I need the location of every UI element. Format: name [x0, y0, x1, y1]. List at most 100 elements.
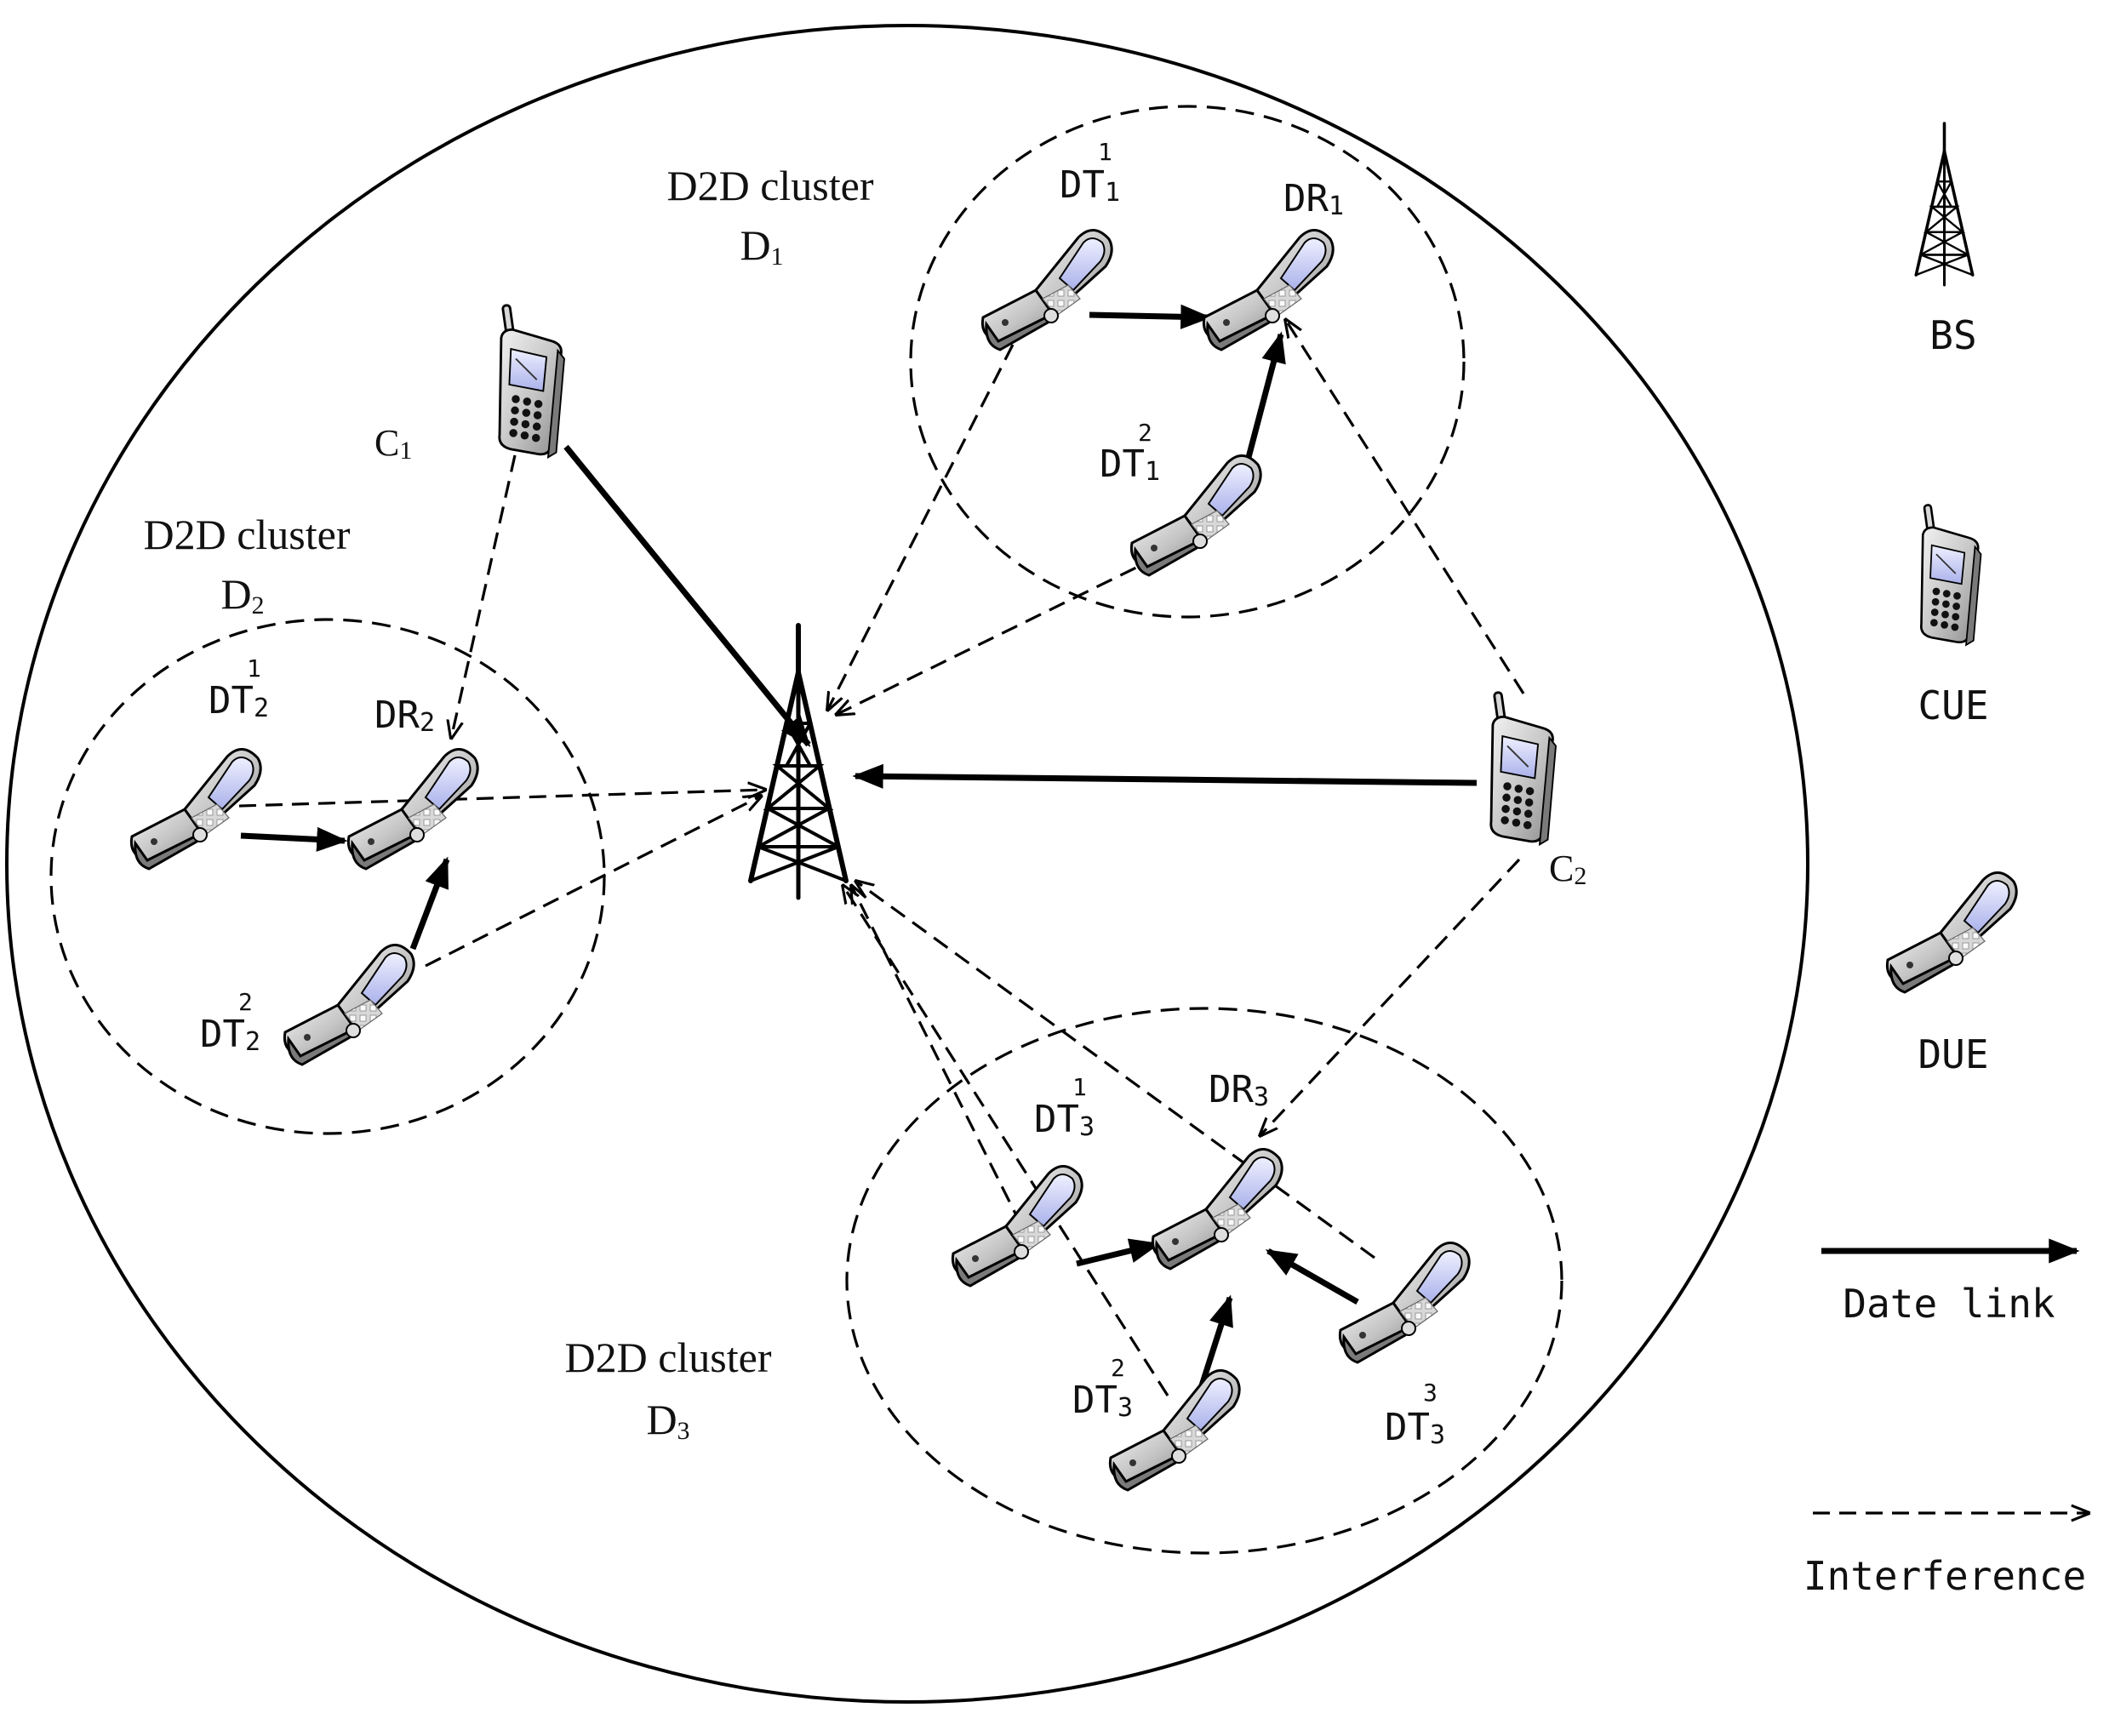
link-dt1-1-dr1 — [1089, 304, 1212, 329]
dt3-3-phone-icon — [1338, 1241, 1471, 1364]
link-dt1-2-dr1 — [1243, 331, 1286, 465]
dt2-1-sup: 1 — [247, 654, 261, 682]
legend-bs-icon — [1914, 122, 1975, 287]
dt1-1-label: DT1 — [1060, 163, 1120, 208]
dr1-sub: 1 — [1329, 191, 1344, 221]
link-dt2-2-dr2 — [409, 856, 450, 951]
cluster-d2-boundary — [49, 618, 606, 1135]
dt3-3-sub: 3 — [1430, 1420, 1445, 1450]
dr2-sub: 2 — [420, 708, 435, 738]
cluster-d2-name: D2 — [220, 570, 264, 620]
cluster-d3-boundary — [845, 1007, 1563, 1555]
cluster-d1-boundary — [909, 105, 1466, 619]
dt1-2-sub: 1 — [1145, 457, 1160, 487]
interference-c2-dr3 — [1260, 858, 1521, 1136]
dt2-1-label: DT2 — [209, 679, 269, 723]
dr1-label: DR1 — [1283, 177, 1344, 221]
cluster-d2-index: 2 — [252, 591, 265, 620]
legend: BS CUE DUE Date link Interference — [1803, 122, 2089, 1599]
cue-c1-phone-icon — [498, 303, 566, 459]
legend-cue-icon — [1919, 503, 1982, 647]
dt3-1-sub: 3 — [1079, 1112, 1095, 1142]
interference-dt2-1-bs — [212, 790, 766, 808]
dr2-phone-icon — [346, 747, 479, 871]
dt1-1-sub: 1 — [1105, 178, 1120, 208]
interference-dt1-1-bs — [827, 344, 1015, 711]
dt1-2-sup: 2 — [1138, 419, 1152, 447]
link-c2-bs — [852, 763, 1478, 789]
dr2-base: DR — [374, 694, 420, 737]
link-c1-bs — [563, 444, 811, 747]
interference-c2-dr1 — [1285, 319, 1525, 694]
dt2-1-base: DT — [209, 679, 254, 722]
dt3-1-phone-icon — [951, 1164, 1083, 1288]
cell-boundary — [5, 24, 1809, 1704]
dt1-1-base: DT — [1060, 163, 1105, 207]
dt3-2-label: DT3 — [1072, 1379, 1133, 1423]
dt1-2-label: DT1 — [1100, 443, 1160, 487]
dt3-1-label: DT3 — [1034, 1098, 1095, 1142]
cluster-d1-name: D1 — [740, 221, 783, 271]
interference-dt3-2-bs — [843, 885, 1169, 1396]
dt3-2-sup: 2 — [1111, 1354, 1125, 1382]
link-dt3-3-dr3 — [1265, 1248, 1359, 1305]
dt2-2-base: DT — [200, 1013, 245, 1056]
dr3-sub: 3 — [1254, 1082, 1269, 1112]
link-dt2-1-dr2 — [240, 826, 348, 852]
legend-due-label: DUE — [1918, 1031, 1988, 1077]
dt3-3-sup: 3 — [1423, 1379, 1438, 1407]
interference-dt1-2-bs — [836, 543, 1184, 715]
cue-c2-letter: C — [1549, 848, 1574, 889]
dt3-1-sup: 1 — [1072, 1073, 1087, 1101]
dt2-2-phone-icon — [283, 943, 415, 1066]
interference-links — [212, 319, 1525, 1396]
dr3-phone-icon — [1151, 1147, 1283, 1271]
cluster-d1-title: D2D cluster — [667, 162, 874, 209]
dt3-1-base: DT — [1034, 1098, 1079, 1141]
dt2-2-sup: 2 — [238, 988, 253, 1016]
dr2-label: DR2 — [374, 694, 435, 738]
cluster-d2-letter: D — [220, 570, 251, 618]
cluster-d3-letter: D — [646, 1396, 677, 1443]
cluster-d1-letter: D — [740, 221, 770, 269]
cue-c2-index: 2 — [1574, 862, 1586, 890]
data-links — [240, 304, 1478, 1406]
dt2-2-label: DT2 — [200, 1013, 260, 1057]
cue-c2-phone-icon — [1489, 690, 1558, 846]
dt3-3-base: DT — [1385, 1406, 1430, 1449]
legend-cue-label: CUE — [1918, 682, 1988, 728]
dt1-1-sup: 1 — [1098, 138, 1112, 166]
cluster-d3-index: 3 — [677, 1417, 690, 1445]
dt2-1-sub: 2 — [254, 694, 269, 723]
legend-due-icon — [1885, 871, 2018, 994]
dt3-2-phone-icon — [1108, 1368, 1241, 1492]
dt3-2-base: DT — [1072, 1379, 1118, 1422]
interference-c1-dr2 — [451, 454, 517, 739]
dt2-2-sub: 2 — [245, 1027, 260, 1057]
cluster-d1-index: 1 — [771, 243, 784, 271]
dr1-base: DR — [1283, 177, 1329, 220]
cluster-d2-title: D2D cluster — [144, 511, 351, 558]
dt1-2-base: DT — [1100, 443, 1145, 486]
legend-interference-label: Interference — [1803, 1553, 2086, 1599]
dt3-2-sub: 3 — [1118, 1393, 1133, 1423]
dr3-base: DR — [1209, 1068, 1254, 1111]
cluster-d3-title: D2D cluster — [565, 1333, 772, 1381]
base-station-icon — [751, 625, 846, 898]
dr3-label: DR3 — [1209, 1068, 1269, 1112]
cue-c1-label: C1 — [374, 422, 412, 465]
dr1-phone-icon — [1202, 228, 1335, 351]
dt3-3-label: DT3 — [1385, 1406, 1445, 1450]
interference-dt2-2-bs — [425, 796, 762, 968]
dt2-1-phone-icon — [129, 747, 262, 871]
due-labels: DT1 1 DR1 DT1 2 DT2 1 DR2 DT2 2 DT3 1 DR… — [200, 138, 1445, 1450]
legend-bs-label: BS — [1929, 312, 1976, 358]
cue-c1-letter: C — [374, 422, 399, 464]
cue-c1-index: 1 — [399, 437, 412, 465]
cluster-d3-name: D3 — [646, 1396, 689, 1445]
interference-dt3-3-bs — [855, 881, 1375, 1259]
legend-data-link-label: Date link — [1843, 1281, 2055, 1327]
link-dt3-1-dr3 — [1076, 1238, 1161, 1267]
dt1-1-phone-icon — [980, 228, 1113, 351]
